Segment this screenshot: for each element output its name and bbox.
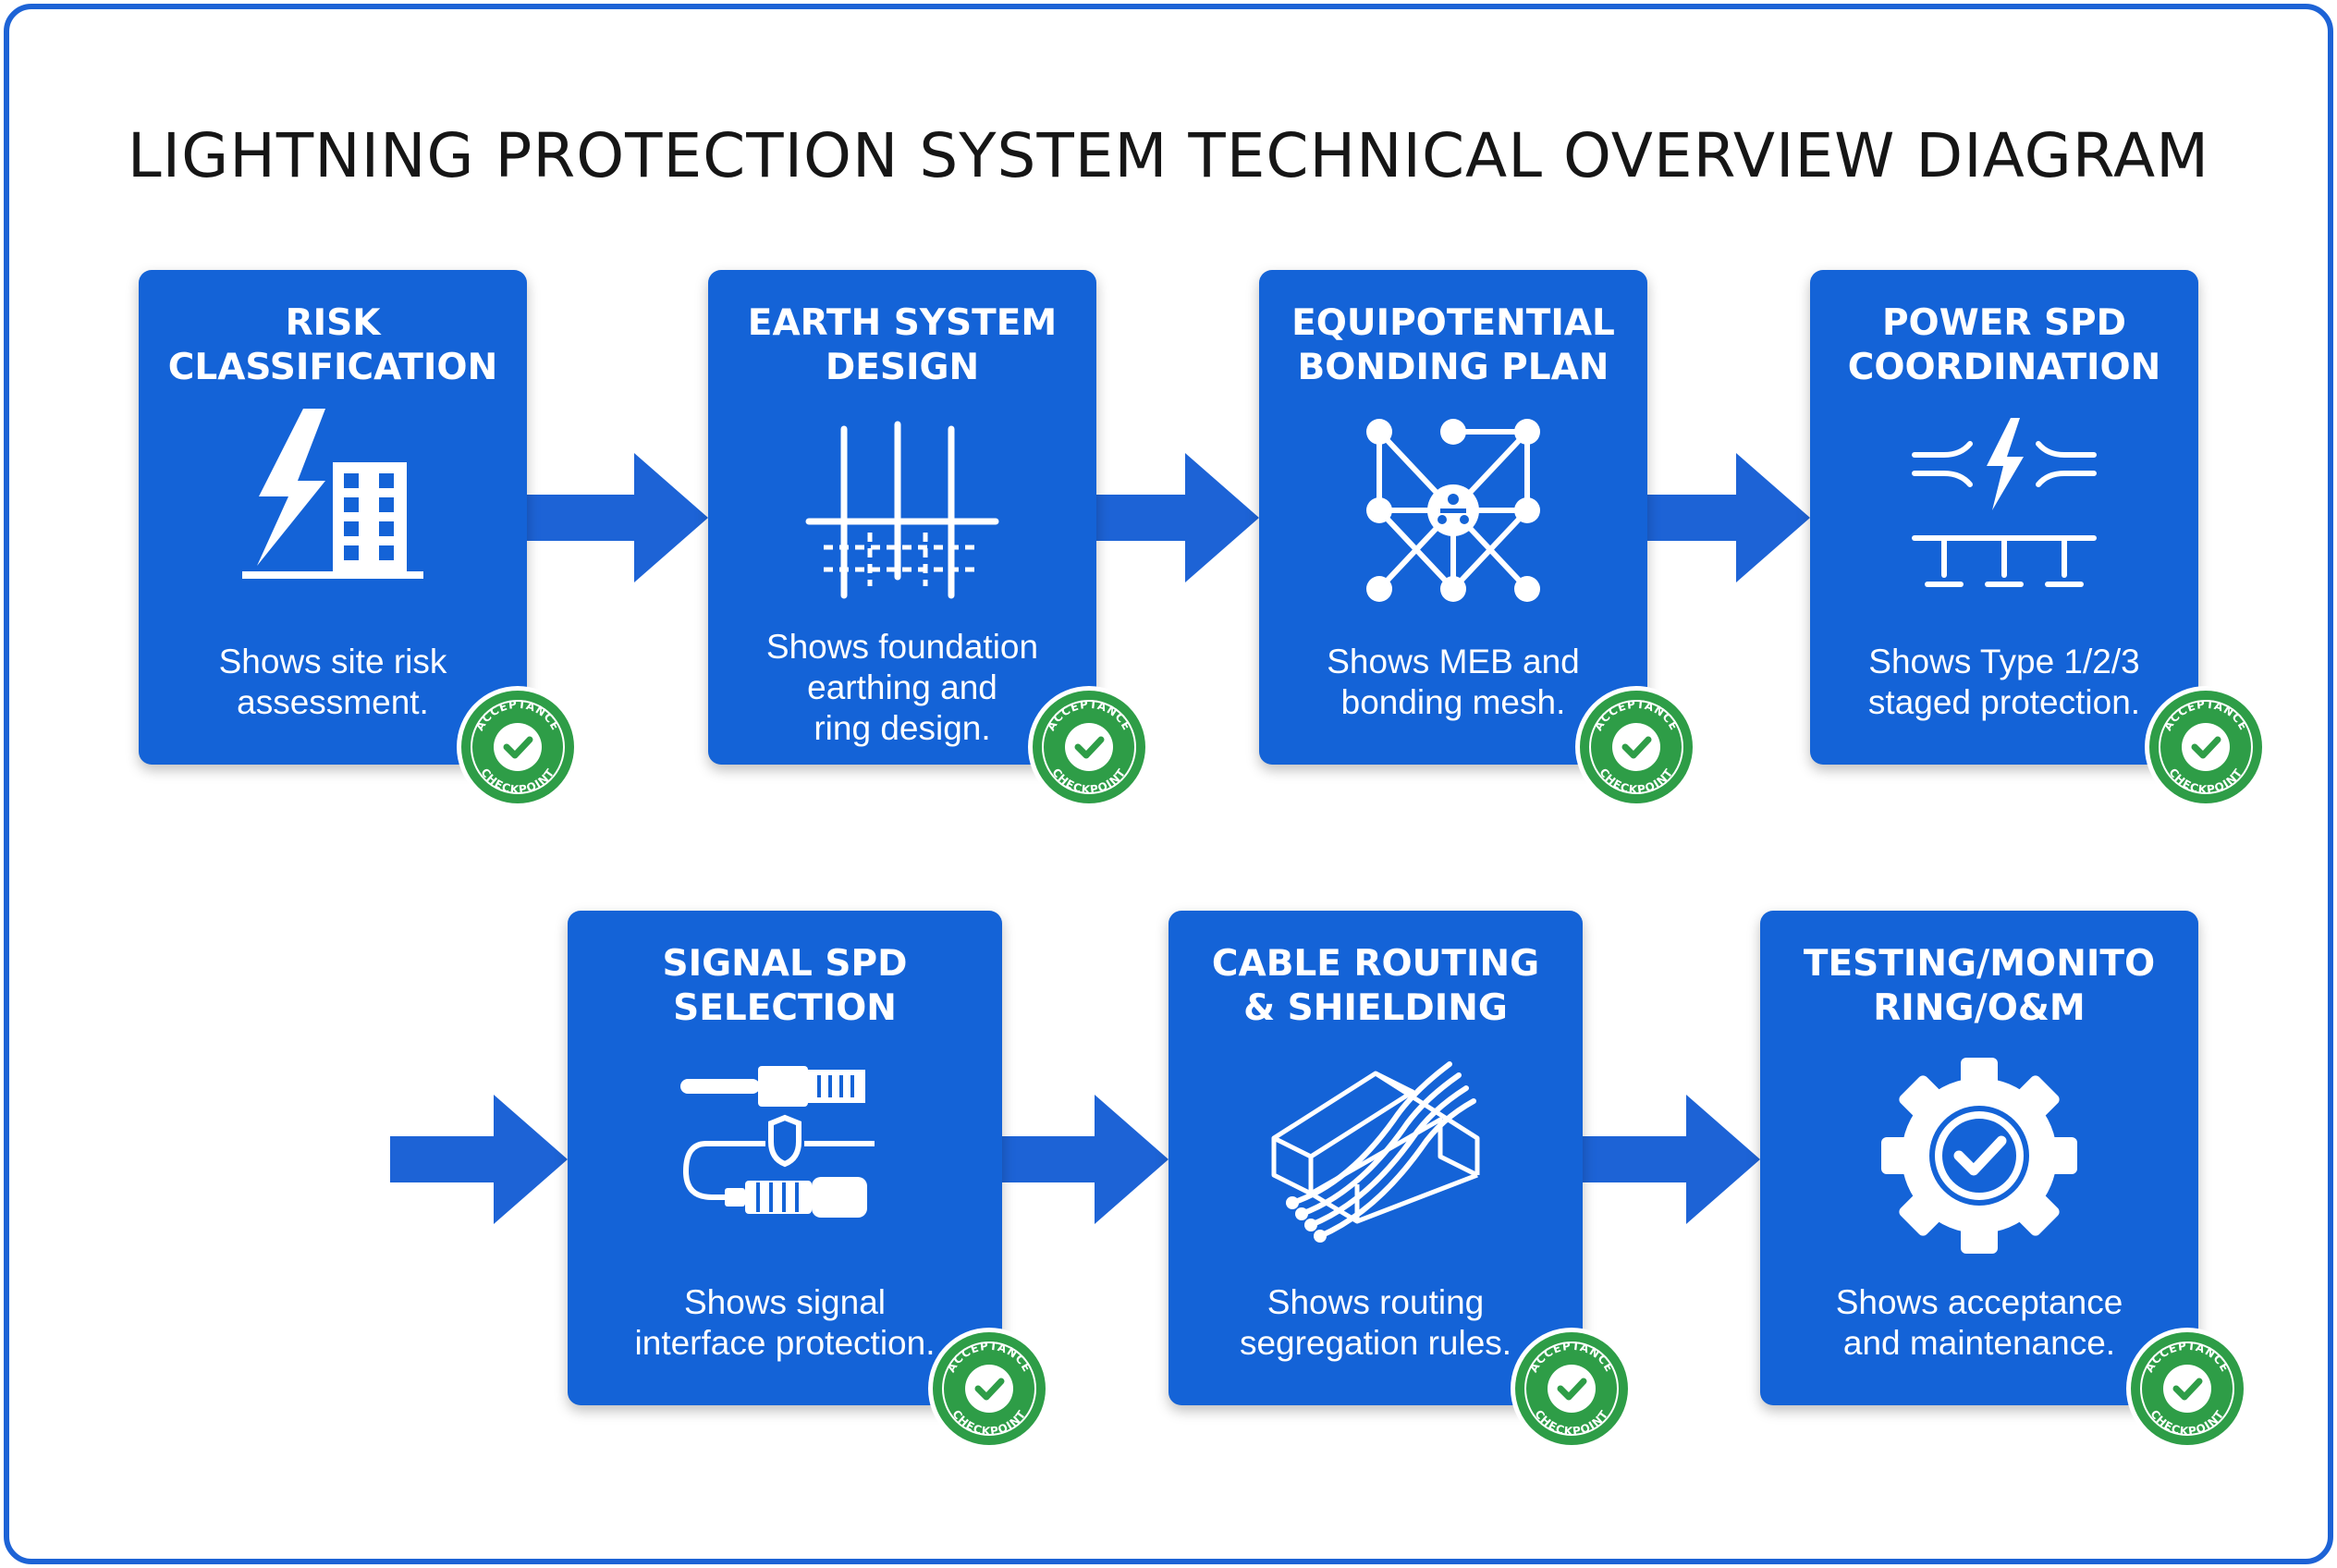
step-card-testing-monitoring: TESTING/MONITO RING/O&M Shows acceptance… (1760, 911, 2198, 1405)
step-description-line: interface protection. (634, 1324, 936, 1362)
step-description-line: bonding mesh. (1340, 683, 1566, 721)
bonding-mesh-icon (1366, 419, 1540, 602)
step-title-line: DESIGN (825, 347, 980, 388)
lightning-building-icon (242, 409, 423, 579)
acceptance-checkpoint-badge: ACCEPTANCE CHECKPOINT (1575, 686, 1697, 808)
step-description-line: ring design. (814, 709, 991, 747)
step-description: Shows signal interface protection. (568, 1282, 1002, 1364)
step-description-line: segregation rules. (1239, 1324, 1512, 1362)
acceptance-checkpoint-badge: ACCEPTANCE CHECKPOINT (1028, 686, 1150, 808)
step-description: Shows routing segregation rules. (1168, 1282, 1583, 1364)
checkmark-icon (494, 723, 542, 771)
flow-arrow (1096, 453, 1259, 582)
step-title: POWER SPD COORDINATION (1810, 301, 2198, 390)
checkmark-icon (1548, 1365, 1596, 1413)
step-title-line: CLASSIFICATION (167, 347, 498, 388)
signal-connector-icon (680, 1066, 875, 1218)
step-description: Shows foundation earthing and ring desig… (708, 627, 1096, 749)
step-card-cable-routing-shielding: CABLE ROUTING & SHIELDING Shows routing … (1168, 911, 1583, 1405)
acceptance-checkpoint-badge: ACCEPTANCE CHECKPOINT (457, 686, 579, 808)
step-title-line: RISK (285, 302, 381, 344)
step-title: RISK CLASSIFICATION (139, 301, 527, 390)
checkmark-icon (965, 1365, 1013, 1413)
step-title: SIGNAL SPD SELECTION (568, 942, 1002, 1031)
step-title: CABLE ROUTING & SHIELDING (1168, 942, 1583, 1031)
step-card-earth-system-design: EARTH SYSTEM DESIGN Shows foundation ear… (708, 270, 1096, 765)
flow-arrow (1647, 453, 1810, 582)
step-description-line: Shows MEB and (1327, 643, 1580, 680)
step-title-line: TESTING/MONITO (1803, 943, 2156, 985)
step-card-signal-spd-selection: SIGNAL SPD SELECTION Shows signa (568, 911, 1002, 1405)
step-title-line: SIGNAL SPD (662, 943, 908, 985)
step-card-equipotential-bonding-plan: EQUIPOTENTIAL BONDING PLAN Shows MEB and (1259, 270, 1647, 765)
step-description-line: earthing and (807, 668, 997, 706)
step-description: Shows site risk assessment. (139, 642, 527, 723)
step-description-line: Shows foundation (765, 628, 1039, 666)
checkmark-icon (1612, 723, 1660, 771)
acceptance-checkpoint-badge: ACCEPTANCE CHECKPOINT (2126, 1328, 2248, 1450)
step-title-line: POWER SPD (1881, 302, 2127, 344)
step-description-line: Shows acceptance (1835, 1283, 2123, 1321)
step-title-line: RING/O&M (1873, 987, 2086, 1029)
flow-arrow (1002, 1095, 1168, 1224)
step-description-line: and maintenance. (1842, 1324, 2116, 1362)
flow-arrow (527, 453, 708, 582)
checkmark-icon (2163, 1365, 2211, 1413)
step-description: Shows Type 1/2/3 staged protection. (1810, 642, 2198, 723)
step-title-line: & SHIELDING (1243, 987, 1508, 1029)
surge-protection-icon (1912, 418, 2097, 587)
acceptance-checkpoint-badge: ACCEPTANCE CHECKPOINT (2145, 686, 2267, 808)
step-description: Shows MEB and bonding mesh. (1259, 642, 1647, 723)
step-description-line: assessment. (237, 683, 429, 721)
checkmark-icon (2182, 723, 2230, 771)
step-description-line: Shows signal (683, 1283, 886, 1321)
step-card-power-spd-coordination: POWER SPD COORDINATION Shows Type 1/2/3 … (1810, 270, 2198, 765)
step-title-line: COORDINATION (1847, 347, 2161, 388)
cable-tray-icon (1271, 1061, 1480, 1243)
step-title: EQUIPOTENTIAL BONDING PLAN (1259, 301, 1647, 390)
acceptance-checkpoint-badge: ACCEPTANCE CHECKPOINT (1511, 1328, 1633, 1450)
step-title-line: EQUIPOTENTIAL (1291, 302, 1615, 344)
acceptance-checkpoint-badge: ACCEPTANCE CHECKPOINT (928, 1328, 1050, 1450)
step-description-line: Shows routing (1266, 1283, 1485, 1321)
step-title-line: CABLE ROUTING (1211, 943, 1540, 985)
step-description: Shows acceptance and maintenance. (1760, 1282, 2198, 1364)
step-description-line: Shows Type 1/2/3 (1868, 643, 2140, 680)
flow-arrow (1583, 1095, 1760, 1224)
flow-arrow (390, 1095, 568, 1224)
diagram-title: LIGHTNING PROTECTION SYSTEM TECHNICAL OV… (127, 120, 2210, 191)
earth-electrode-icon (805, 421, 999, 599)
step-title: EARTH SYSTEM DESIGN (708, 301, 1096, 390)
step-description-line: Shows site risk (218, 643, 447, 680)
gear-check-icon (1881, 1058, 2077, 1254)
step-title-line: BONDING PLAN (1297, 347, 1609, 388)
step-description-line: staged protection. (1867, 683, 2141, 721)
checkmark-icon (1065, 723, 1113, 771)
step-card-risk-classification: RISK CLASSIFICATION Shows site risk asse… (139, 270, 527, 765)
step-title-line: SELECTION (673, 987, 897, 1029)
step-title-line: EARTH SYSTEM (747, 302, 1058, 344)
step-title: TESTING/MONITO RING/O&M (1760, 942, 2198, 1031)
